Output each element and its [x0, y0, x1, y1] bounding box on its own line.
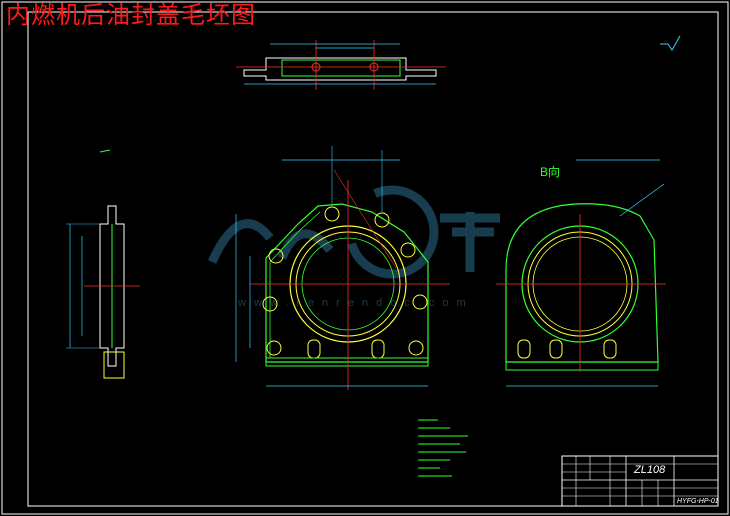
part-number: ZL108: [633, 464, 666, 476]
surface-roughness-icon: [660, 35, 681, 51]
top-view: [236, 40, 446, 90]
drawing-title: 内燃机后油封盖毛坯图: [6, 1, 256, 29]
side-view: [66, 149, 140, 379]
b-view: B向: [496, 159, 666, 387]
title-block: ZL108 HYFG-HP-01: [561, 455, 719, 507]
inner-frame: [27, 11, 719, 507]
view-label-b: B向: [540, 164, 560, 179]
front-view: [235, 146, 450, 390]
drawing-number: HYFG-HP-01: [677, 498, 719, 505]
technical-notes: [418, 419, 468, 477]
svg-text:www.renrendoc.com: www.renrendoc.com: [237, 297, 474, 309]
